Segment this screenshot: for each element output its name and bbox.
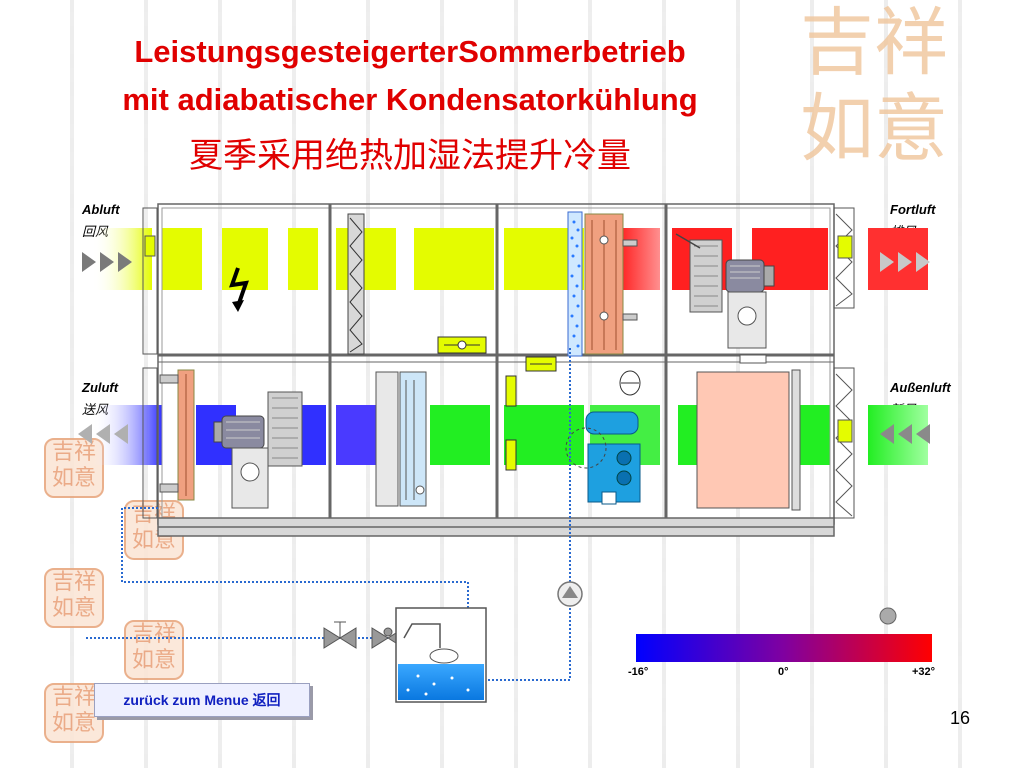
inflow-arrows-aussenluft-icon [880,424,930,444]
label-zuluft: Zuluft [82,380,119,395]
scale-min-label: -16° [628,666,649,678]
ahu-casing [157,203,835,537]
adiabatic-condenser [584,213,638,355]
exhaust-fan [675,233,775,364]
scale-max-label: +32° [912,666,936,678]
valve-1-icon [323,621,357,649]
supply-air-stream [92,405,928,465]
calligraphy-logo-small-4: 吉祥如意 [124,620,184,680]
outflow-arrows-fortluft-icon [880,252,930,272]
outflow-arrows-zuluft-icon [78,424,128,444]
water-tank [395,607,487,703]
label-abluft: Abluft [82,202,120,217]
fresh-air-filter-panel [696,369,801,511]
electric-heater-symbol-icon [229,267,249,312]
title-line-1: LeistungsgesteigerterSommerbetrieb [134,34,686,69]
back-to-menu-button[interactable]: zurück zum Menue 返回 [94,683,310,717]
title-line-3: 夏季采用绝热加湿法提升冷量 [189,136,631,176]
exhaust-air-stream [92,228,928,290]
calligraphy-logo-small-3: 吉祥如意 [44,568,104,628]
evaporator-coil [375,371,427,507]
damper-section3 [525,356,557,372]
inlet-dampers [142,207,855,519]
supply-coil [159,369,195,501]
inflow-arrows-abluft-icon [82,252,132,272]
compressor-unit [505,370,641,505]
temperature-scale [636,607,932,662]
scale-mid-label: 0° [778,666,789,678]
water-sprayer [567,211,583,357]
circulation-pump-icon [557,581,583,607]
page-number: 16 [950,708,971,728]
label-aussenluft: Außenluft [890,380,951,395]
title-line-2: mit adiabatischer Kondensatorkühlung [122,82,698,117]
calligraphy-logo-large: 吉祥如意 [800,0,948,172]
supply-fan [213,391,303,509]
label-fortluft: Fortluft [890,202,936,217]
exhaust-filter [347,213,487,355]
